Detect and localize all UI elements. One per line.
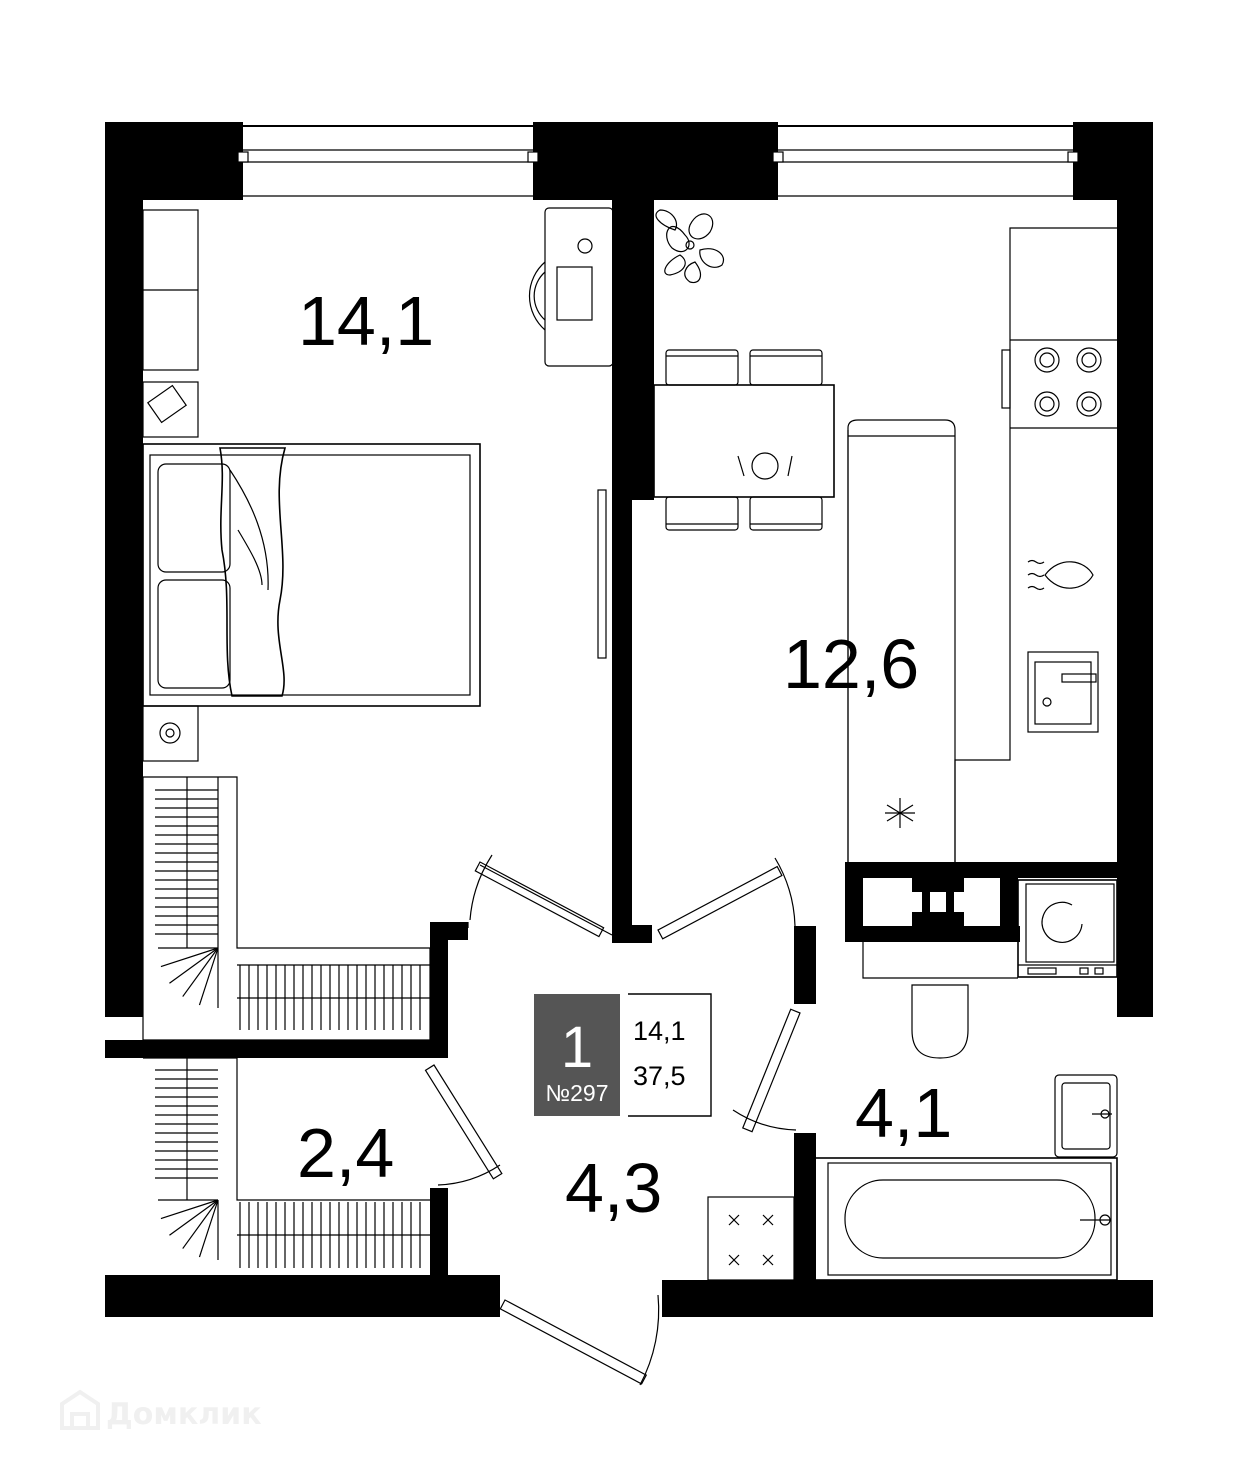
bedroom-furniture	[142, 207, 614, 1041]
closet-hangers	[143, 1057, 430, 1268]
badge-apartment-number: №297	[545, 1080, 608, 1106]
apartment-badge: 1 №297 14,1 37,5	[534, 993, 712, 1117]
bathroom-fixtures	[809, 879, 1118, 1281]
wardrobe-hangers	[155, 777, 430, 1030]
bathroom-area-label: 4,1	[855, 1074, 952, 1152]
hanger-line	[169, 947, 219, 984]
hanger-line	[182, 947, 219, 997]
doors	[424, 854, 801, 1386]
badge-total-area: 37,5	[633, 1061, 686, 1091]
wardrobe-area-label: 2,4	[297, 1114, 394, 1192]
snowflake-icon	[885, 798, 915, 828]
walls	[105, 122, 1153, 1317]
hanger-line	[160, 1199, 219, 1220]
bedroom-area-label: 14,1	[298, 282, 434, 360]
closet-outline	[143, 1057, 430, 1201]
house-logo-icon	[60, 1389, 100, 1430]
window-bedroom	[237, 125, 539, 197]
badge-dark-box	[534, 994, 620, 1116]
hanger-line	[169, 1199, 219, 1236]
hall-area-label: 4,3	[565, 1149, 662, 1227]
hanger-line	[182, 1199, 219, 1249]
window-kitchen	[772, 125, 1079, 197]
hanger-line	[198, 1199, 219, 1258]
badge-living-area: 14,1	[633, 1016, 686, 1046]
watermark: Домклик	[60, 1389, 262, 1432]
hanger-line	[198, 947, 219, 1006]
kitchen-furniture	[653, 209, 1117, 862]
watermark-text: Домклик	[106, 1397, 262, 1432]
plant-icon	[655, 209, 724, 284]
hall-fixtures	[707, 1196, 795, 1281]
kitchen-area-label: 12,6	[783, 625, 919, 703]
sparkle-icon	[728, 1214, 774, 1266]
hanger-line	[160, 947, 219, 968]
badge-rooms-count: 1	[561, 1015, 593, 1080]
